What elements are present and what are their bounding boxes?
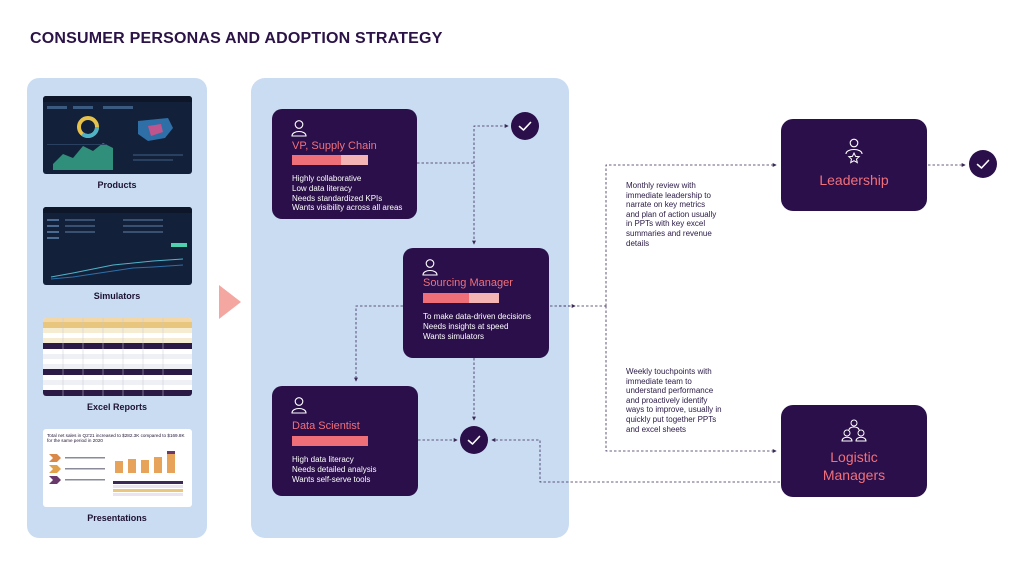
persona-point: Needs insights at speed	[423, 321, 509, 331]
presentations-label: Presentations	[87, 513, 147, 523]
literacy-bar	[292, 155, 368, 165]
products-thumbnail[interactable]	[43, 96, 192, 174]
persona-point: Wants self-serve tools	[292, 474, 371, 484]
persona-point: Highly collaborative	[292, 174, 362, 183]
persona-point: Needs standardized KPIs	[292, 193, 383, 203]
persona-point: To make data-driven decisions	[423, 312, 532, 321]
persona-point: Needs detailed analysis	[292, 464, 377, 474]
simulators-label: Simulators	[93, 291, 141, 301]
persona-name: VP, Supply Chain	[292, 140, 377, 152]
weekly-touchpoint-note: Weekly touchpoints with immediate team t…	[626, 367, 722, 434]
check-icon	[969, 150, 997, 178]
tools-panel: Products Simulators	[27, 78, 207, 538]
persona-point: High data literacy	[292, 455, 354, 464]
note-line: immediate team to	[626, 376, 692, 386]
literacy-bar	[423, 293, 499, 303]
persona-point: Wants simulators	[423, 331, 485, 341]
note-line: details	[626, 238, 650, 248]
persona-name: Data Scientist	[292, 420, 360, 432]
group-icon	[841, 419, 867, 442]
check-icon	[511, 112, 539, 140]
persona-card-vp-supply-chain[interactable]: VP, Supply Chain Highly collaborative Lo…	[272, 109, 417, 219]
persona-name: Sourcing Manager	[423, 277, 513, 289]
check-icon	[460, 426, 488, 454]
note-line: ways to improve, usually in	[626, 405, 722, 415]
stakeholder-name-line2: Managers	[822, 467, 886, 483]
logistic-managers-card[interactable]: Logistic Managers	[781, 405, 927, 497]
note-line: narrate on key metrics	[626, 200, 706, 210]
persona-point: Low data literacy	[292, 183, 353, 193]
note-line: Monthly review with	[626, 181, 696, 190]
simulators-thumbnail[interactable]	[43, 207, 192, 285]
persona-card-sourcing-manager[interactable]: Sourcing Manager To make data-driven dec…	[403, 248, 549, 358]
monthly-review-note: Monthly review with immediate leadership…	[626, 181, 716, 248]
stakeholder-name: Leadership	[819, 172, 889, 188]
note-line: and excel sheets	[626, 424, 687, 434]
note-line: immediate leadership to	[626, 190, 711, 200]
person-icon	[422, 259, 438, 276]
leadership-card[interactable]: Leadership	[781, 119, 927, 211]
page-title: CONSUMER PERSONAS AND ADOPTION STRATEGY	[30, 30, 443, 47]
presentations-thumbnail[interactable]: Total net sales in Q2'21 increased to $2…	[43, 429, 192, 507]
note-line: quickly put together PPTs	[626, 414, 717, 424]
note-line: understand performance	[626, 386, 714, 396]
note-line: Weekly touchpoints with	[626, 367, 712, 376]
person-icon	[291, 120, 307, 137]
note-line: in PPTs with key excel	[626, 219, 706, 229]
excel-reports-label: Excel Reports	[86, 402, 148, 412]
leader-star-icon	[845, 138, 863, 164]
stakeholder-name-line1: Logistic	[830, 449, 878, 465]
products-label: Products	[97, 180, 137, 190]
persona-description: Highly collaborative Low data literacy N…	[292, 174, 402, 213]
persona-point: Wants visibility across all areas	[292, 203, 403, 213]
persona-description: High data literacy Needs detailed analys…	[292, 455, 377, 484]
persona-card-data-scientist[interactable]: Data Scientist High data literacy Needs …	[272, 386, 418, 496]
excel-reports-thumbnail[interactable]	[43, 318, 192, 396]
literacy-bar	[292, 436, 368, 446]
persona-description: To make data-driven decisions Needs insi…	[423, 312, 531, 341]
person-icon	[291, 397, 307, 414]
note-line: summaries and revenue	[626, 228, 712, 238]
note-line: and proactively identify	[626, 395, 708, 405]
flow-arrow	[219, 285, 241, 319]
note-line: and plan of action usually	[626, 209, 717, 219]
presentation-headline: Total net sales in Q2'21 increased to $2…	[47, 433, 185, 444]
